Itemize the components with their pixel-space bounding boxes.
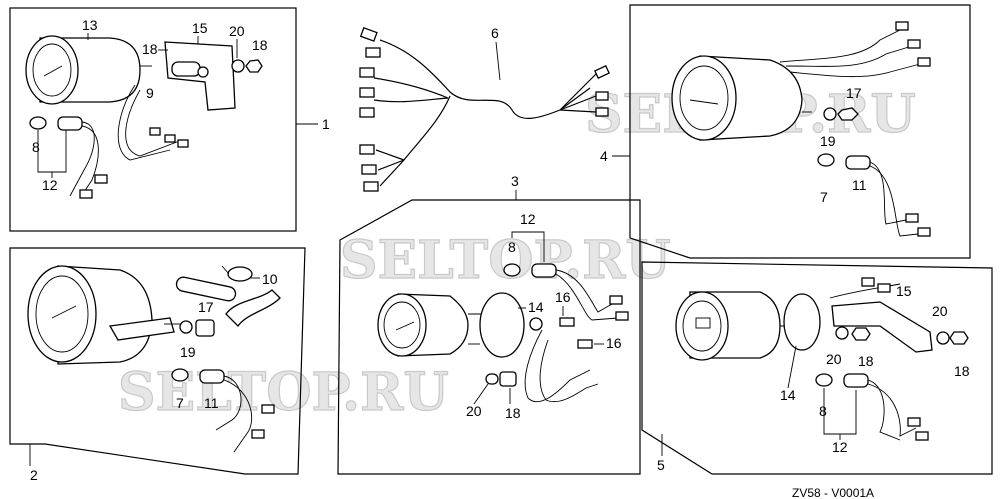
gasket-ring — [479, 292, 525, 358]
oil-temp-gauge — [377, 293, 488, 357]
tachometer-gauge — [27, 265, 175, 365]
callout-12: 12 — [520, 211, 536, 227]
panel-4: 17 19 7 11 4 — [600, 4, 971, 259]
callout-20: 20 — [932, 303, 948, 319]
callout-1: 1 — [322, 116, 330, 132]
terminal-screws — [529, 317, 593, 349]
gasket-ring — [783, 293, 821, 351]
callout-20: 20 — [826, 351, 842, 367]
callout-8: 8 — [508, 239, 516, 255]
callout-18: 18 — [252, 37, 268, 53]
callout-8: 8 — [819, 403, 827, 419]
callout-13: 13 — [82, 17, 98, 33]
callout-17: 17 — [846, 85, 862, 101]
washer — [823, 107, 837, 121]
callout-4: 4 — [600, 148, 608, 164]
bulb-socket — [29, 116, 108, 199]
callout-12: 12 — [832, 439, 848, 455]
callout-18: 18 — [505, 405, 521, 421]
diagram-code: ZV58 - V0001A — [792, 486, 874, 499]
panel-3: 3 12 8 — [337, 173, 641, 475]
callout-9: 9 — [146, 85, 154, 101]
washer — [231, 59, 245, 73]
fuel-gauge — [675, 291, 800, 361]
callout-14: 14 — [780, 387, 796, 403]
callout-17: 17 — [198, 299, 214, 315]
nut — [837, 107, 859, 121]
callout-7: 7 — [820, 189, 828, 205]
callout-11: 11 — [204, 395, 219, 411]
nut — [851, 327, 871, 341]
callout-20: 20 — [229, 23, 245, 39]
callout-8: 8 — [32, 139, 40, 155]
callout-11: 11 — [852, 177, 867, 193]
callout-15: 15 — [192, 20, 208, 36]
washer — [179, 320, 193, 334]
callout-12: 12 — [42, 177, 58, 193]
washer — [835, 326, 849, 340]
clamp — [221, 265, 253, 282]
mounting-bracket — [164, 41, 236, 111]
panel-5: 15 20 18 20 18 14 8 12 5 — [641, 261, 993, 475]
callout-16: 16 — [555, 289, 571, 305]
callout-5: 5 — [657, 457, 665, 473]
nut — [499, 371, 517, 387]
wire-harness-6: 6 — [359, 25, 610, 192]
callout-18: 18 — [858, 353, 874, 369]
callout-10: 10 — [262, 271, 278, 287]
bulb-socket — [503, 263, 629, 321]
callout-6: 6 — [491, 25, 499, 41]
callout-7: 7 — [176, 395, 184, 411]
panel-1: 13 15 18 20 18 9 8 12 1 — [9, 7, 330, 232]
nut — [245, 59, 263, 73]
callout-20: 20 — [466, 403, 482, 419]
connectors — [359, 27, 610, 192]
bulb-socket — [817, 153, 931, 237]
bulb-socket — [171, 368, 275, 453]
callout-19: 19 — [180, 344, 196, 360]
hose — [175, 276, 281, 328]
callout-14: 14 — [528, 299, 544, 315]
callout-18: 18 — [954, 363, 970, 379]
callout-16: 16 — [606, 335, 622, 351]
spacer — [195, 319, 215, 337]
panel-2: 10 17 19 7 11 2 — [9, 247, 306, 483]
speedometer-gauge — [25, 35, 152, 105]
nut — [949, 331, 969, 345]
mounting-bracket — [831, 301, 933, 353]
callout-2: 2 — [30, 467, 38, 483]
callout-18: 18 — [142, 41, 158, 57]
watermark: SELTOP.RU — [118, 362, 449, 423]
voltmeter-gauge — [671, 55, 812, 141]
washer — [936, 331, 950, 345]
callout-3: 3 — [511, 173, 519, 189]
callout-19: 19 — [820, 133, 836, 149]
washer — [485, 373, 499, 385]
bulb-socket — [815, 373, 929, 441]
watermark: SELTOP.RU — [340, 230, 671, 291]
callout-15: 15 — [896, 283, 912, 299]
